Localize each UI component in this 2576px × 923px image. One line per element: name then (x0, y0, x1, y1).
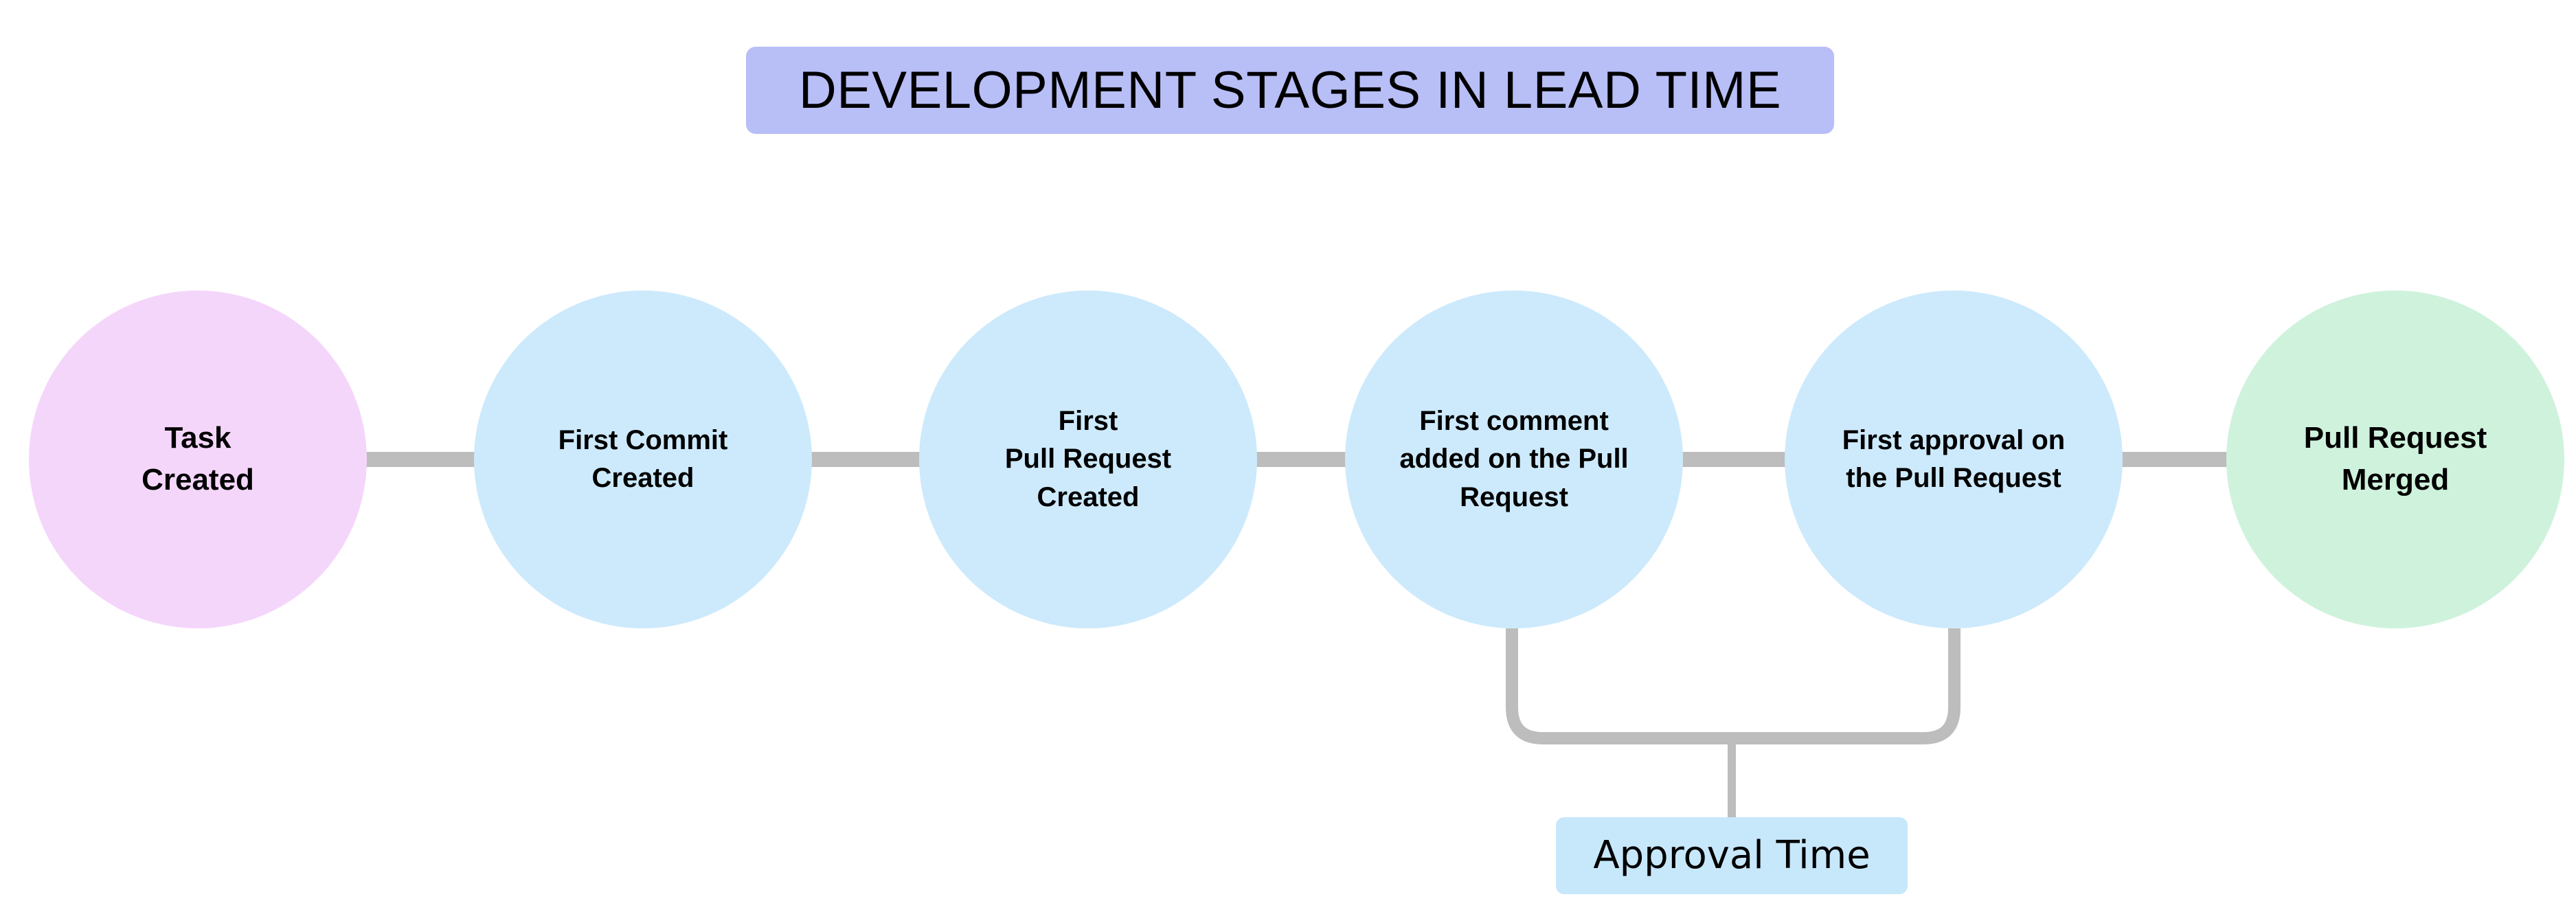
stage-node-label: First comment added on the Pull Request (1399, 406, 1629, 512)
stage-node-label: First approval on the Pull Request (1842, 424, 2066, 493)
connector-approval-to-merged (2116, 452, 2233, 467)
stage-node-task-created[interactable]: Task Created (29, 290, 367, 628)
connector-pr-to-comment (1249, 452, 1352, 467)
stage-node-pull-request-merged[interactable]: Pull Request Merged (2226, 290, 2564, 628)
connector-task-to-commit (360, 452, 481, 467)
connector-comment-to-approval (1676, 452, 1792, 467)
stage-node-first-approval[interactable]: First approval on the Pull Request (1785, 290, 2123, 628)
stage-node-first-commit-created[interactable]: First Commit Created (474, 290, 812, 628)
stage-node-label: First Commit Created (558, 424, 728, 493)
page-title: DEVELOPMENT STAGES IN LEAD TIME (798, 60, 1782, 119)
stage-node-label: Pull Request Merged (2303, 421, 2487, 497)
stage-node-label: Task Created (142, 421, 254, 497)
stage-node-label: First Pull Request Created (1004, 406, 1172, 512)
approval-time-tag[interactable]: Approval Time (1556, 817, 1908, 894)
connector-commit-to-pr (805, 452, 926, 467)
diagram-title-banner: DEVELOPMENT STAGES IN LEAD TIME (746, 47, 1834, 134)
stage-node-first-comment-added[interactable]: First comment added on the Pull Request (1345, 290, 1683, 628)
approval-time-label: Approval Time (1593, 833, 1871, 878)
stage-node-first-pull-request-created[interactable]: First Pull Request Created (919, 290, 1257, 628)
